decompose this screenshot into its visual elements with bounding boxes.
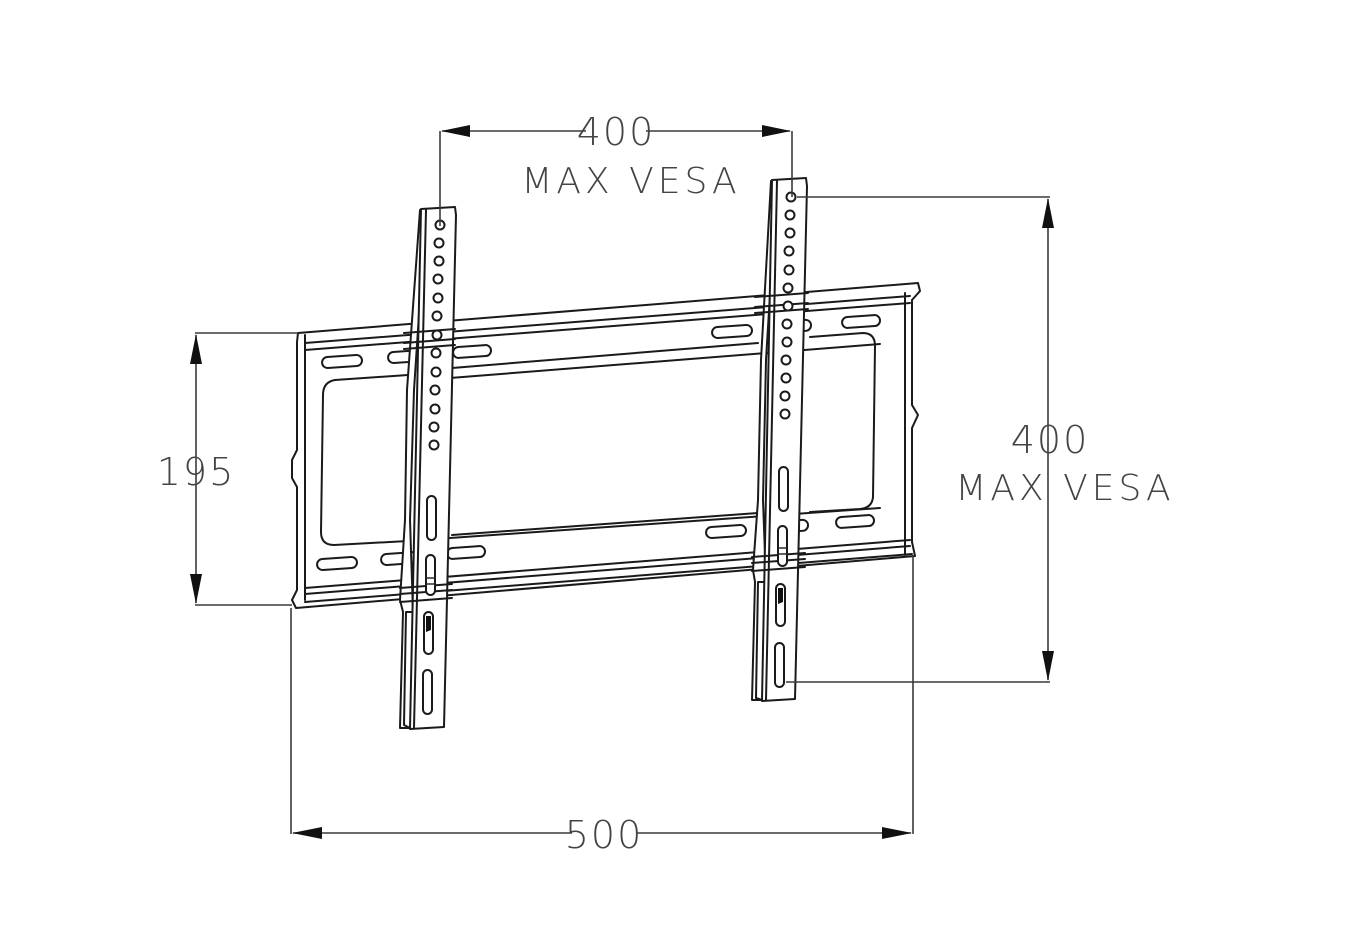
plate-slot-top-6 [841, 314, 882, 329]
plate-slot-bottom-4 [705, 523, 747, 540]
right-arm-slot-3-latch [778, 588, 783, 604]
right-arm-hole-1 [785, 191, 797, 203]
right-arm-hole-6 [782, 282, 794, 294]
left-arm-slot-2 [425, 554, 436, 596]
dim-top-caption: MAX VESA [521, 161, 740, 202]
left-arm-hole-6 [431, 310, 443, 322]
left-arm-hole-8 [430, 347, 442, 359]
left-arm-hole-7 [431, 329, 443, 341]
dim-top-value: 400 [577, 110, 656, 154]
top-rail-edge-3 [449, 343, 881, 379]
left-arm-hole-13 [428, 439, 440, 451]
plate-slot-bottom-1 [316, 555, 358, 572]
bottom-rail-edge-1 [449, 507, 881, 539]
left-arm-hole-4 [432, 273, 444, 285]
dim-right-arrow-bottom [1042, 651, 1054, 681]
right-arm-wall-plate-overlap-top [754, 292, 809, 314]
left-arm-inner-edge [413, 209, 427, 729]
left-arm-hole-5 [432, 292, 444, 304]
dim-top-arrow-right [762, 125, 791, 137]
plate-slot-bottom-3 [446, 545, 487, 560]
plate-slot-bottom-6 [835, 514, 876, 529]
right-arm-hole-9 [781, 336, 793, 348]
left-arm-slot-1 [426, 495, 437, 541]
dim-right-caption: MAX VESA [955, 468, 1174, 509]
plate-slot-top-4 [711, 323, 753, 340]
dimension-top-vesa: 400 MAX VESA [439, 110, 793, 226]
dimension-left-height: 195 [157, 332, 298, 606]
dim-right-value: 400 [1011, 418, 1090, 462]
right-arm-slot-4 [774, 642, 785, 688]
right-arm [751, 177, 809, 702]
left-arm-flange [399, 208, 427, 729]
left-arm-hole-9 [430, 366, 442, 378]
dim-bottom-arrow-left [292, 827, 322, 839]
dim-left-value: 195 [157, 450, 236, 494]
right-arm-hole-4 [783, 245, 795, 257]
left-arm-hole-2 [433, 237, 445, 249]
center-cutout [451, 342, 759, 536]
left-arm-wall-plate-overlap-top [403, 328, 456, 350]
left-arm-hole-11 [429, 403, 441, 415]
top-rail-edge-1 [304, 295, 911, 344]
dim-left-arrow-bottom [190, 574, 202, 604]
wall-plate [291, 282, 921, 609]
dimension-right-vesa: 400 MAX VESA [786, 196, 1174, 683]
dimension-bottom-width: 500 [290, 555, 914, 857]
right-arm-hole-12 [779, 390, 791, 402]
plate-slot-top-1 [321, 353, 363, 370]
left-arm-slot-4 [422, 669, 433, 715]
right-arm-slot-1 [778, 466, 789, 512]
right-arm-slot-2-crossbar [778, 547, 787, 555]
right-arm-hole-3 [784, 227, 796, 239]
plate-slot-top-3 [452, 344, 493, 359]
dim-bottom-value: 500 [565, 813, 644, 857]
left-arm-hole-10 [429, 384, 441, 396]
left-cutout [320, 374, 409, 546]
dim-top-arrow-left [441, 125, 470, 137]
right-arm-hole-11 [780, 372, 792, 384]
dim-left-arrow-top [190, 334, 202, 364]
left-arm [399, 206, 457, 730]
right-arm-hole-5 [783, 264, 795, 276]
right-arm-slot-2 [777, 525, 788, 567]
dim-bottom-arrow-right [882, 827, 912, 839]
right-arm-hole-8 [781, 318, 793, 330]
left-arm-slot-2-crossbar [426, 577, 435, 585]
left-arm-hole-12 [428, 421, 440, 433]
right-arm-hole-7 [782, 300, 794, 312]
wall-plate-flange [304, 292, 906, 601]
left-arm-hole-3 [433, 255, 445, 267]
right-arm-hole-10 [780, 354, 792, 366]
right-arm-inner-edge [765, 180, 778, 701]
right-arm-hole-2 [784, 209, 796, 221]
left-arm-slot-3-latch [426, 616, 431, 632]
right-arm-hole-13 [779, 408, 791, 420]
right-cutout [809, 332, 876, 513]
dim-right-arrow-top [1042, 198, 1054, 228]
